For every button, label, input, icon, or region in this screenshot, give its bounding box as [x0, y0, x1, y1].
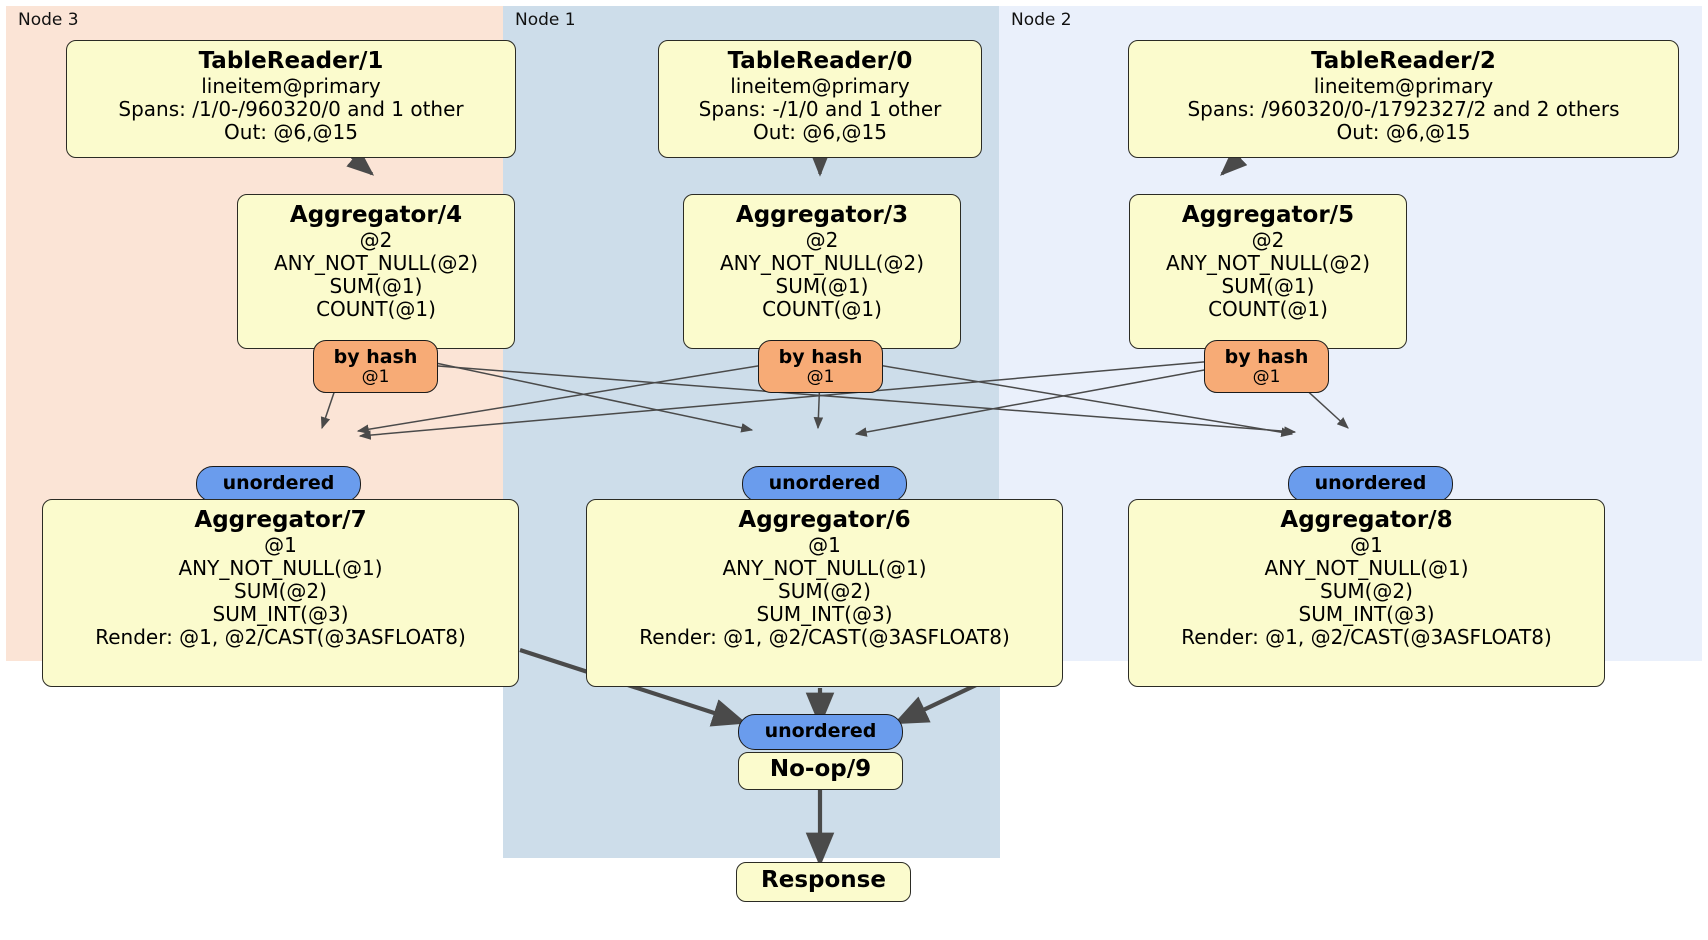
- router-type-label: by hash: [1224, 345, 1309, 368]
- processor-title: TableReader/1: [198, 48, 384, 74]
- input-sync-unordered-final[interactable]: unordered: [738, 714, 903, 750]
- processor-response[interactable]: Response: [736, 862, 911, 902]
- sync-label: unordered: [768, 472, 881, 495]
- processor-aggregator-5[interactable]: Aggregator/5 @2 ANY_NOT_NULL(@2) SUM(@1)…: [1129, 194, 1407, 349]
- processor-line: COUNT(@1): [316, 297, 436, 322]
- router-type-label: by hash: [333, 345, 418, 368]
- processor-line: ANY_NOT_NULL(@1): [178, 555, 383, 580]
- sync-label: unordered: [764, 720, 877, 743]
- processor-title: Aggregator/4: [289, 202, 463, 228]
- processor-aggregator-3[interactable]: Aggregator/3 @2 ANY_NOT_NULL(@2) SUM(@1)…: [683, 194, 961, 349]
- processor-line: ANY_NOT_NULL(@2): [1166, 250, 1370, 275]
- processor-line: Spans: /960320/0-/1792327/2 and 2 others: [1187, 96, 1620, 121]
- processor-line: @1: [264, 532, 297, 557]
- processor-title: Aggregator/7: [194, 507, 367, 533]
- processor-line: Render: @1, @2/CAST(@3ASFLOAT8): [1181, 625, 1552, 650]
- processor-line: SUM_INT(@3): [1298, 602, 1435, 627]
- input-sync-unordered-center[interactable]: unordered: [742, 466, 907, 502]
- processor-title: Aggregator/6: [738, 507, 911, 533]
- processor-line: ANY_NOT_NULL(@2): [720, 250, 924, 275]
- processor-line: @1: [808, 532, 841, 557]
- processor-table-reader-2[interactable]: TableReader/2 lineitem@primary Spans: /9…: [1128, 40, 1679, 158]
- processor-line: ANY_NOT_NULL(@1): [722, 555, 927, 580]
- router-column-label: @1: [1252, 366, 1281, 387]
- processor-line: ANY_NOT_NULL(@2): [274, 250, 478, 275]
- node-panel-label-node1: Node 1: [515, 10, 576, 30]
- processor-line: Render: @1, @2/CAST(@3ASFLOAT8): [95, 625, 466, 650]
- processor-line: @2: [359, 227, 393, 252]
- processor-line: Out: @6,@15: [1336, 120, 1471, 145]
- processor-line: SUM(@2): [234, 579, 327, 604]
- processor-line: SUM_INT(@3): [756, 602, 893, 627]
- processor-line: lineitem@primary: [1313, 73, 1494, 98]
- processor-line: lineitem@primary: [201, 73, 381, 98]
- processor-line: SUM(@2): [778, 579, 871, 604]
- processor-line: SUM(@1): [329, 274, 423, 299]
- processor-line: @1: [1350, 532, 1383, 557]
- processor-no-op-9[interactable]: No-op/9: [738, 752, 903, 790]
- processor-line: Spans: -/1/0 and 1 other: [698, 96, 942, 121]
- processor-line: Out: @6,@15: [753, 120, 887, 145]
- output-router-by-hash-right[interactable]: by hash @1: [1204, 340, 1329, 393]
- processor-line: COUNT(@1): [1208, 297, 1328, 322]
- processor-line: @2: [1251, 227, 1285, 252]
- processor-title: TableReader/2: [1311, 48, 1496, 74]
- output-router-by-hash-center[interactable]: by hash @1: [758, 340, 883, 393]
- processor-aggregator-8[interactable]: Aggregator/8 @1 ANY_NOT_NULL(@1) SUM(@2)…: [1128, 499, 1605, 687]
- processor-line: SUM(@1): [775, 274, 869, 299]
- output-router-by-hash-left[interactable]: by hash @1: [313, 340, 438, 393]
- processor-line: Out: @6,@15: [224, 120, 358, 145]
- processor-line: ANY_NOT_NULL(@1): [1264, 555, 1469, 580]
- router-column-label: @1: [806, 366, 835, 387]
- processor-aggregator-4[interactable]: Aggregator/4 @2 ANY_NOT_NULL(@2) SUM(@1)…: [237, 194, 515, 349]
- processor-title: Aggregator/8: [1280, 507, 1453, 533]
- processor-title: No-op/9: [769, 756, 872, 782]
- processor-title: Response: [761, 867, 886, 893]
- processor-line: lineitem@primary: [730, 73, 910, 98]
- node-panel-label-node3: Node 3: [18, 10, 79, 30]
- processor-title: Aggregator/5: [1181, 202, 1355, 228]
- processor-line: SUM(@1): [1221, 274, 1315, 299]
- input-sync-unordered-right[interactable]: unordered: [1288, 466, 1453, 502]
- router-column-label: @1: [361, 366, 390, 387]
- processor-title: TableReader/0: [727, 48, 913, 74]
- processor-line: SUM(@2): [1320, 579, 1413, 604]
- processor-line: Render: @1, @2/CAST(@3ASFLOAT8): [639, 625, 1010, 650]
- input-sync-unordered-left[interactable]: unordered: [196, 466, 361, 502]
- processor-table-reader-1[interactable]: TableReader/1 lineitem@primary Spans: /1…: [66, 40, 516, 158]
- node-panel-label-node2: Node 2: [1011, 10, 1072, 30]
- processor-aggregator-6[interactable]: Aggregator/6 @1 ANY_NOT_NULL(@1) SUM(@2)…: [586, 499, 1063, 687]
- router-type-label: by hash: [778, 345, 863, 368]
- sync-label: unordered: [1314, 472, 1427, 495]
- processor-table-reader-0[interactable]: TableReader/0 lineitem@primary Spans: -/…: [658, 40, 982, 158]
- processor-title: Aggregator/3: [735, 202, 909, 228]
- processor-aggregator-7[interactable]: Aggregator/7 @1 ANY_NOT_NULL(@1) SUM(@2)…: [42, 499, 519, 687]
- processor-line: Spans: /1/0-/960320/0 and 1 other: [118, 96, 464, 121]
- processor-line: @2: [805, 227, 839, 252]
- sync-label: unordered: [222, 472, 335, 495]
- processor-line: SUM_INT(@3): [212, 602, 349, 627]
- processor-line: COUNT(@1): [762, 297, 882, 322]
